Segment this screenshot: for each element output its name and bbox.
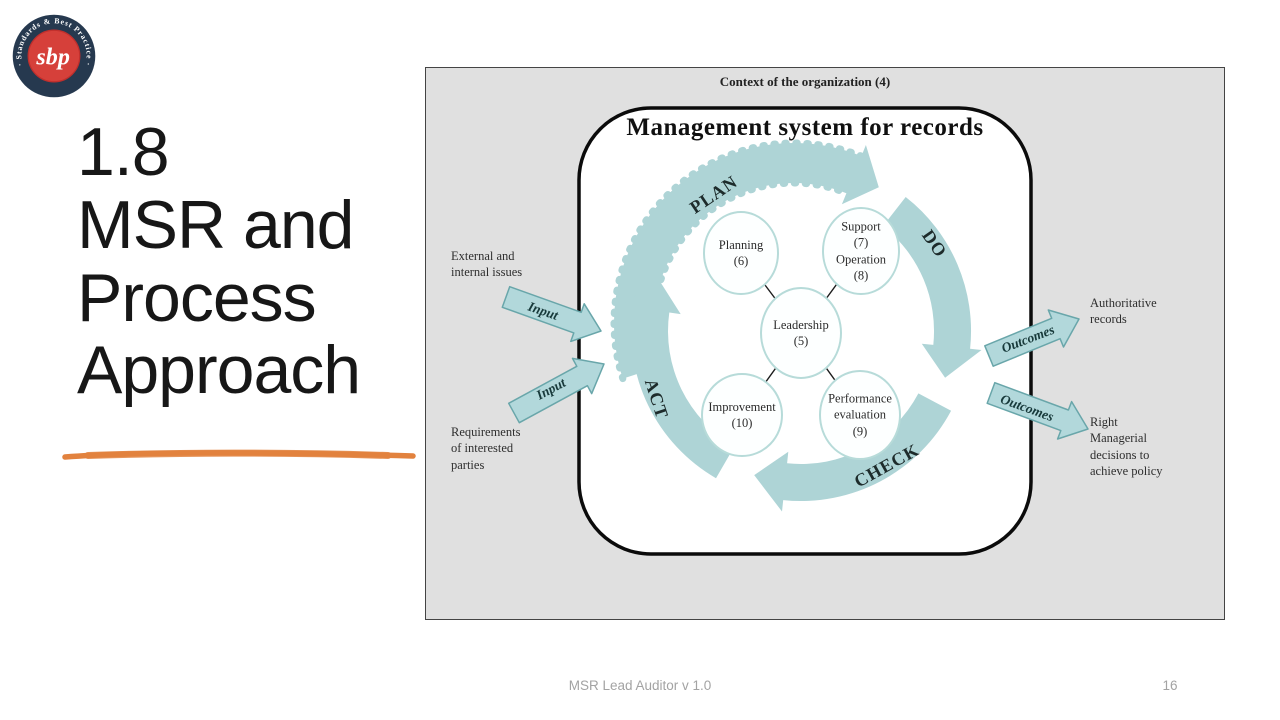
requirements-label: Requirements of interested parties <box>451 425 521 472</box>
outcomes-arrow-2 <box>986 381 1089 440</box>
input-arrow-1 <box>501 285 602 343</box>
check-arc <box>754 393 952 512</box>
footer-version: MSR Lead Auditor v 1.0 <box>568 678 712 693</box>
external-issues-label: External and internal issues <box>451 249 523 280</box>
improvement-ellipse <box>701 373 783 457</box>
pdca-diagram <box>501 106 1089 556</box>
sbp-logo: · Standards & Best Practice · sbp <box>12 14 96 98</box>
do-arc <box>882 197 982 378</box>
input-arrow-2 <box>507 357 605 424</box>
logo-sbp-text: sbp <box>35 45 69 71</box>
support-operation-node-label: Support (7) Operation (8) <box>836 219 886 283</box>
logo-red-center <box>27 29 81 83</box>
leadership-node-label: Leadership (5) <box>773 317 829 348</box>
footer-page-number: 16 <box>1162 678 1178 693</box>
performance-node-label: Performance evaluation (9) <box>828 391 892 439</box>
support-operation-ellipse <box>822 207 900 295</box>
context-label: Context of the organization (4) <box>719 74 891 89</box>
diagram-panel: Context of the organization (4) Manageme… <box>425 67 1225 620</box>
improvement-node-label: Improvement (10) <box>708 399 776 430</box>
authoritative-records-label: Authoritative records <box>1090 296 1157 327</box>
slide-title: 1.8 MSR and Process Approach <box>77 114 361 409</box>
planning-ellipse <box>703 211 779 295</box>
box-title: Management system for records <box>626 114 984 141</box>
managerial-decisions-label: Right Managerial decisions to achieve po… <box>1090 415 1163 478</box>
performance-ellipse <box>819 370 901 460</box>
outcomes-arrow-1 <box>984 309 1080 367</box>
title-underline <box>62 449 416 460</box>
planning-node-label: Planning (6) <box>718 237 764 268</box>
leadership-ellipse <box>760 287 842 379</box>
clause-ellipses <box>701 207 901 460</box>
